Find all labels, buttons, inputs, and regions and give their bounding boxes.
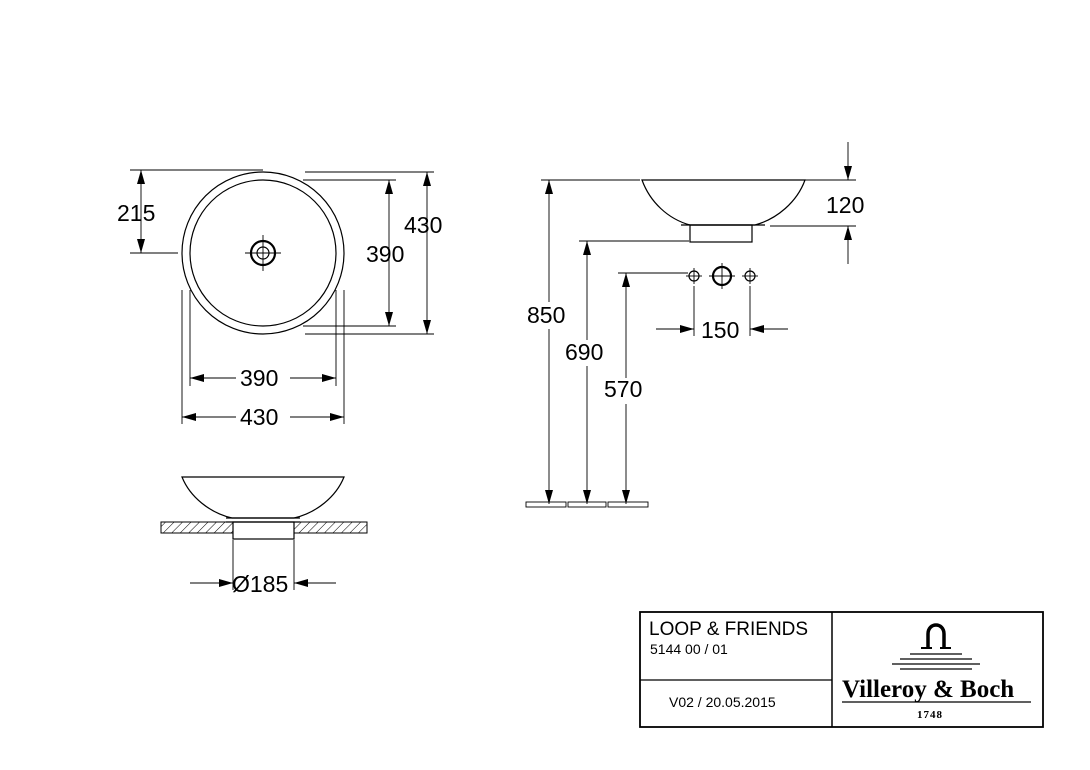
dim-390-horizontal-label: 390 <box>240 365 278 391</box>
section-view: Ø185 <box>160 476 368 597</box>
brand-name: Villeroy & Boch <box>842 676 1014 703</box>
dim-120: 120 <box>770 142 864 264</box>
dim-150-label: 150 <box>701 317 739 343</box>
dim-390-vertical-label: 390 <box>366 241 404 267</box>
dim-850: 850 <box>527 179 640 504</box>
dim-430-vertical: 430 <box>305 171 442 335</box>
dim-390-vertical: 390 <box>303 179 404 327</box>
basin-inner-rim <box>189 179 337 327</box>
valve-symbols <box>686 263 758 289</box>
side-bowl-profile <box>641 179 806 226</box>
dim-215-label: 215 <box>117 200 155 226</box>
top-view: 215 390 430 390 <box>117 169 442 430</box>
bowl-profile <box>181 476 345 519</box>
countertop-left <box>160 521 234 534</box>
brand-year: 1748 <box>917 709 943 721</box>
article-number: 5144 00 / 01 <box>650 641 728 657</box>
title-block: LOOP & FRIENDS 5144 00 / 01 V02 / 20.05.… <box>639 611 1044 728</box>
basin-outer-rim <box>181 171 345 335</box>
valve-center <box>709 263 735 289</box>
castle-gate-icon <box>892 623 980 670</box>
floor-block-2 <box>567 501 607 508</box>
floor-block-3 <box>607 501 649 508</box>
dim-430-horizontal: 430 <box>181 290 345 430</box>
valve-left <box>686 268 702 284</box>
title-block-frame <box>639 611 1044 728</box>
side-drain-body <box>689 224 753 243</box>
product-name: LOOP & FRIENDS <box>649 619 808 640</box>
side-view: 120 850 690 570 <box>525 142 864 508</box>
dim-120-label: 120 <box>826 192 864 218</box>
dim-690-label: 690 <box>565 339 603 365</box>
valve-right <box>742 268 758 284</box>
dim-215: 215 <box>117 169 263 254</box>
brand-logo: Villeroy & Boch 1748 <box>842 623 1031 721</box>
drain-symbol-top <box>245 235 281 271</box>
dim-drain-diameter: Ø185 <box>190 540 336 597</box>
dim-150: 150 <box>656 286 788 343</box>
version-date: V02 / 20.05.2015 <box>669 694 776 710</box>
dim-570-label: 570 <box>604 376 642 402</box>
dim-850-label: 850 <box>527 302 565 328</box>
countertop-right <box>293 521 368 534</box>
dim-430-vertical-label: 430 <box>404 212 442 238</box>
dim-drain-diameter-label: Ø185 <box>232 571 288 597</box>
dim-430-horizontal-label: 430 <box>240 404 278 430</box>
floor-block-1 <box>525 501 567 508</box>
drain-body <box>232 521 295 540</box>
dim-690: 690 <box>565 240 689 504</box>
dim-570: 570 <box>604 272 688 504</box>
dim-390-horizontal: 390 <box>189 290 337 391</box>
